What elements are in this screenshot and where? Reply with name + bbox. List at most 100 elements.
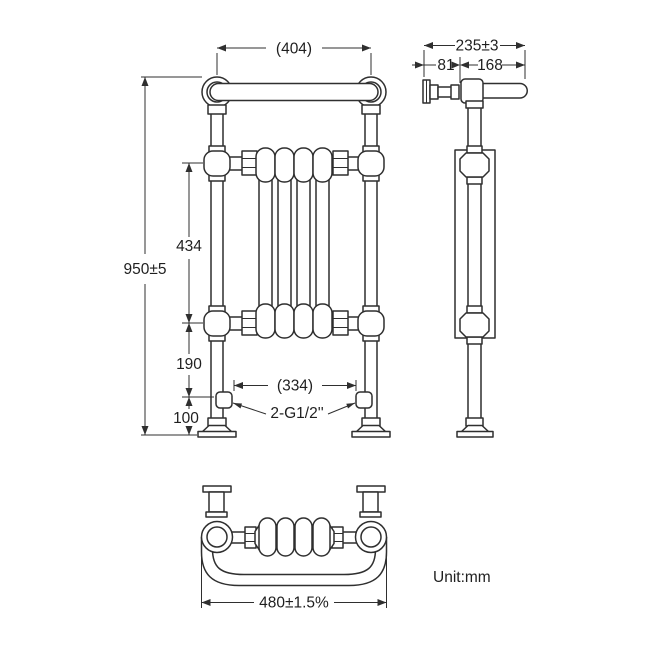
radiator-bottom-cap-4 (312, 303, 333, 339)
plan-rail-inner (211, 537, 377, 576)
front-nut-bottom-left (241, 310, 258, 336)
dim-lower-span-arrow-bottom (185, 388, 193, 397)
front-nut-top-right (332, 150, 349, 176)
dim-depth-label: 235±3 (456, 38, 499, 55)
dim-radiator-height-lines (182, 162, 203, 324)
plan-radiator-bump-2 (276, 517, 295, 557)
dim-base-span-arrow-top (185, 397, 193, 406)
radiator-bottom-cap-2 (274, 303, 295, 339)
plan-left-post-inner (206, 526, 228, 548)
dim-radiator-height-label: 434 (176, 238, 202, 255)
side-head-block (460, 78, 484, 104)
dim-radiator-height-arrow-top (185, 163, 193, 172)
dim-top-width-label: (404) (276, 41, 312, 58)
side-top-junction (459, 152, 490, 178)
radiator-column-3 (296, 169, 311, 317)
front-left-post-top-collar (207, 104, 227, 115)
thread-label: 2-G1/2'' (270, 405, 323, 422)
side-dimensions: 235±3 81 168 (412, 38, 526, 83)
dim-base-span-arrow-bottom (185, 426, 193, 435)
radiator-column-4 (315, 169, 330, 317)
dim-radiator-height-arrow-bottom (185, 314, 193, 323)
dim-valve-spacing-label: (334) (277, 378, 313, 395)
front-left-flange-base (197, 430, 237, 438)
radiator-bottom-cap-1 (255, 303, 276, 339)
front-right-bottom-junction (357, 310, 385, 337)
dim-wall-offset-arrow-left (415, 61, 424, 69)
dim-rail-length-arrow-left (460, 61, 469, 69)
side-top-junction-collar-a (466, 145, 483, 154)
front-nut-top-left (241, 150, 258, 176)
thread-leader-arrow-left (233, 403, 242, 409)
dim-top-width-arrow-right (362, 44, 371, 52)
side-bottom-junction-collar-a (466, 305, 483, 314)
radiator-column-1 (258, 169, 273, 317)
dim-rail-length-label: 168 (477, 57, 503, 74)
radiator-top-cap-2 (274, 147, 295, 183)
dim-rail-length-arrow-right (516, 61, 525, 69)
dim-depth-arrow-left (424, 42, 433, 49)
dim-wall-offset-label: 81 (437, 57, 454, 74)
dim-depth-arrow-right (516, 42, 525, 49)
radiator-bottom-cap-3 (293, 303, 314, 339)
dim-wall-offset-arrow-right (451, 61, 460, 69)
side-bracket-arm (437, 86, 453, 98)
plan-right-bracket-plate (356, 485, 386, 493)
plan-radiator-bump-3 (294, 517, 313, 557)
front-towel-bar (209, 82, 379, 102)
dim-plan-width-arrow-left (201, 599, 211, 606)
plan-left-bracket-flare (205, 511, 228, 518)
dim-overall-height-arrow-top (141, 77, 149, 86)
front-left-valve-boss (215, 391, 233, 409)
front-dimensions: (404) 950±5 434 190 100 (334) 2-G1/2'' (124, 41, 372, 436)
dim-valve-spacing-arrow-right (347, 382, 356, 389)
front-nut-bottom-right-facets (333, 318, 348, 328)
plan-right-bracket-flare (359, 511, 382, 518)
front-view (197, 76, 391, 438)
side-bottom-junction (459, 312, 490, 338)
front-right-top-junction (357, 150, 385, 177)
plan-left-nut-facets (245, 533, 256, 542)
front-left-bottom-junction (203, 310, 231, 337)
dim-base-span-label: 100 (173, 410, 199, 427)
dim-overall-height-arrow-bottom (141, 426, 149, 435)
dim-overall-height-lines (141, 76, 202, 436)
dim-valve-spacing-arrow-left (234, 382, 243, 389)
plan-radiator-bump-4 (312, 517, 331, 557)
front-nut-top-right-facets (333, 158, 348, 168)
plan-rail-outer (200, 537, 388, 587)
front-nut-top-left-facets (242, 158, 257, 168)
plan-right-bracket-stem (362, 491, 379, 513)
front-nut-bottom-right (332, 310, 349, 336)
radiator-top-cap-4 (312, 147, 333, 183)
plan-right-post-inner (360, 526, 382, 548)
side-top-junction-collar-b (466, 176, 483, 185)
dim-top-width-arrow-left (217, 44, 226, 52)
side-wall-collar (429, 84, 439, 100)
plan-view (200, 485, 388, 587)
front-right-flange-base (351, 430, 391, 438)
unit-note: Unit:mm (433, 569, 491, 586)
dim-top-width-lines (216, 47, 372, 75)
front-nut-bottom-left-facets (242, 318, 257, 328)
front-right-valve-boss (355, 391, 373, 409)
dim-plan-width-label: 480±1.5% (259, 595, 329, 612)
dim-lower-span-label: 190 (176, 356, 202, 373)
side-bracket-ring (450, 84, 460, 100)
side-head-collar (465, 100, 484, 109)
side-flange-base (456, 430, 494, 438)
side-view (422, 78, 528, 438)
dim-lower-span-arrow-top (185, 323, 193, 332)
dim-overall-height-label: 950±5 (124, 261, 167, 278)
side-bottom-junction-collar-b (466, 336, 483, 345)
thread-leader-arrow-right (346, 403, 355, 409)
dim-plan-width-arrow-right (377, 599, 387, 606)
plan-left-bracket-stem (208, 491, 225, 513)
side-towel-bar-end (481, 82, 528, 99)
plan-left-bracket-plate (202, 485, 232, 493)
radiator-top-cap-3 (293, 147, 314, 183)
dim-plan-width-lines (201, 557, 387, 608)
plan-radiator-bump-1 (258, 517, 277, 557)
